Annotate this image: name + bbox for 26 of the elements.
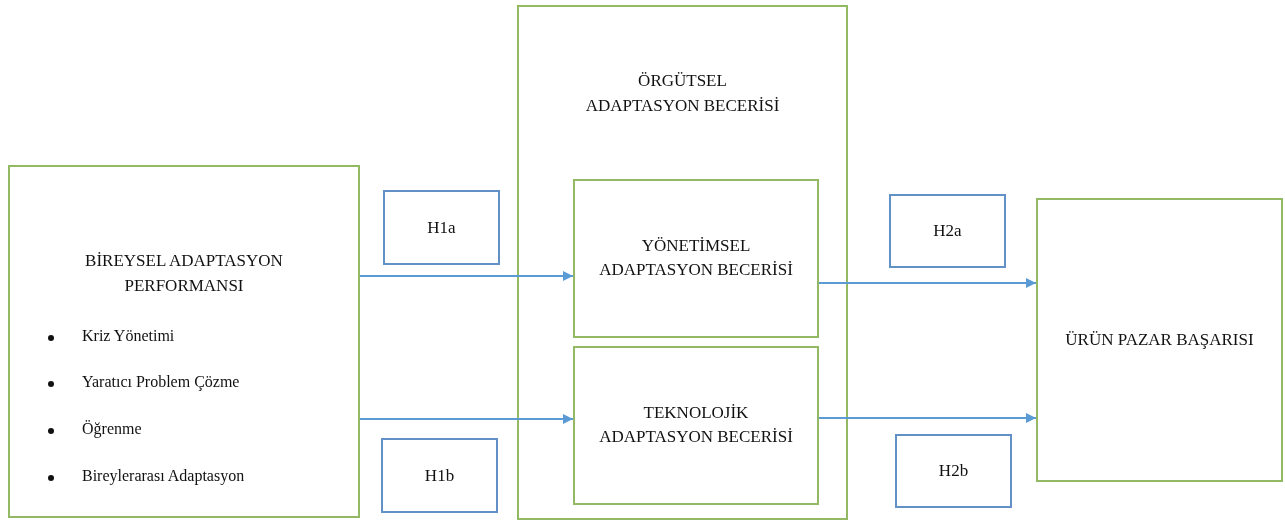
hypothesis-box (383, 190, 500, 265)
list-item: Yaratıcı Problem Çözme (82, 373, 240, 391)
construct-box (8, 165, 360, 518)
node-label: H1a (426, 216, 457, 239)
construct-box (573, 346, 819, 505)
arrow (818, 413, 1037, 423)
node-label: TEKNOLOJİK ADAPTASYON BECERİSİ (598, 401, 794, 449)
hypothesis-box (895, 434, 1012, 508)
node-label: ÖRGÜTSEL ADAPTASYON BECERİSİ (584, 70, 781, 117)
construct-box (573, 179, 819, 338)
arrow (818, 278, 1037, 288)
node-label: ÜRÜN PAZAR BAŞARISI (1064, 328, 1255, 351)
hypothesis-box (889, 194, 1006, 268)
list-item: Kriz Yönetimi (82, 327, 175, 345)
construct-box (1036, 198, 1283, 482)
list-item: Bireylerarası Adaptasyon (82, 467, 245, 485)
arrow (359, 414, 574, 424)
group-box (517, 5, 848, 520)
hypothesis-box (381, 438, 498, 513)
arrow (359, 271, 574, 281)
node-label: H2b (937, 459, 970, 482)
node-label: H2a (932, 219, 963, 242)
list-item: Öğrenme (82, 420, 142, 438)
node-label: H1b (423, 464, 456, 487)
node-label: YÖNETİMSEL ADAPTASYON BECERİSİ (598, 234, 794, 282)
node-label: BİREYSEL ADAPTASYON PERFORMANSI (84, 250, 284, 297)
